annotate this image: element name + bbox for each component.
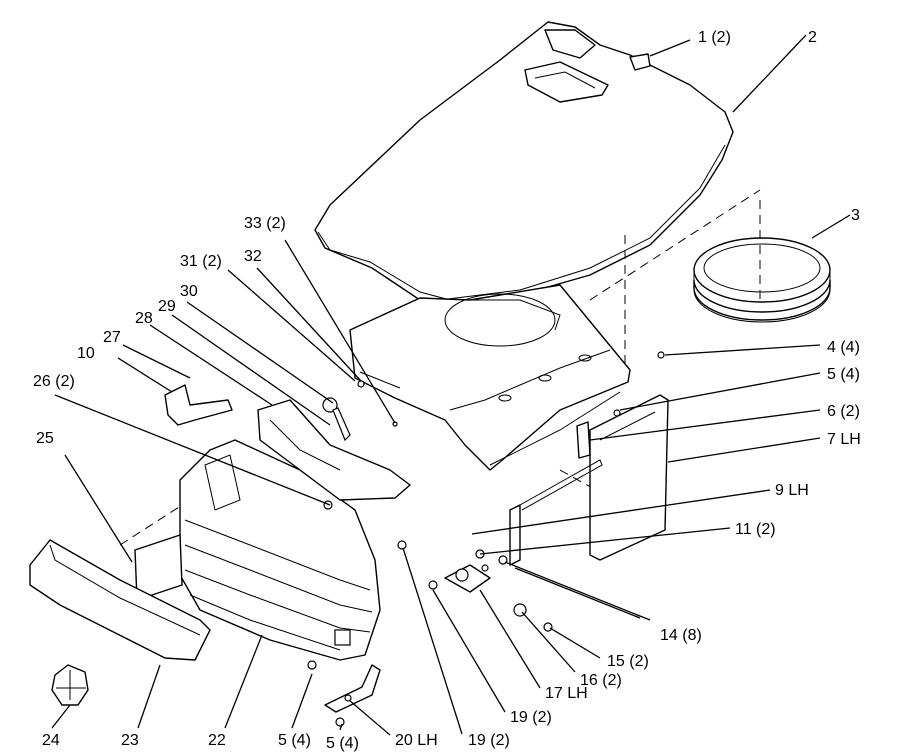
hood-part bbox=[314, 21, 734, 304]
callout-1: 1 (2) bbox=[698, 29, 731, 46]
emblem-part bbox=[51, 664, 89, 706]
callout-27: 27 bbox=[103, 329, 121, 346]
spacer-part bbox=[576, 421, 591, 459]
callout-5: 5 (4) bbox=[827, 366, 860, 383]
callout-11: 11 (2) bbox=[735, 521, 776, 538]
callout-20: 20 LH bbox=[395, 732, 438, 749]
callout-31: 31 (2) bbox=[180, 253, 222, 270]
lower-bracket-part bbox=[324, 664, 381, 713]
mount-plate-part bbox=[164, 384, 233, 426]
callout-2: 2 bbox=[808, 29, 817, 46]
callout-28: 28 bbox=[135, 310, 153, 327]
callout-23: 23 bbox=[121, 732, 139, 749]
mount-bracket-part bbox=[444, 564, 491, 593]
callout-25: 25 bbox=[36, 430, 54, 447]
hardware-fasteners bbox=[307, 351, 665, 727]
duct-part bbox=[257, 399, 411, 501]
callout-17: 17 LH bbox=[545, 685, 588, 702]
callout-19a: 19 (2) bbox=[510, 709, 552, 726]
callout-3: 3 bbox=[851, 207, 860, 224]
callout-30: 30 bbox=[180, 283, 198, 300]
latch-part bbox=[322, 397, 351, 442]
grille-housing-part bbox=[179, 439, 381, 661]
callout-26: 26 (2) bbox=[33, 373, 75, 390]
grille-screen-part bbox=[134, 534, 183, 601]
callout-32: 32 bbox=[244, 248, 262, 265]
callout-29: 29 bbox=[158, 298, 176, 315]
callout-16: 16 (2) bbox=[580, 672, 622, 689]
callout-24: 24 bbox=[42, 732, 60, 749]
callout-22: 22 bbox=[208, 732, 226, 749]
ring-part bbox=[693, 237, 831, 323]
callout-33: 33 (2) bbox=[244, 215, 286, 232]
callout-5c: 5 (4) bbox=[326, 735, 359, 752]
callout-labels: 1 (2) 2 3 4 (4) 5 (4) 6 (2) 7 LH 9 LH 10… bbox=[33, 29, 861, 752]
callout-4: 4 (4) bbox=[827, 339, 860, 356]
callout-5b: 5 (4) bbox=[278, 732, 311, 749]
bumper-part bbox=[29, 539, 211, 661]
side-panel-part bbox=[589, 394, 669, 561]
callout-7: 7 LH bbox=[827, 431, 861, 448]
hood-clip-part bbox=[629, 53, 651, 71]
callout-19b: 19 (2) bbox=[468, 732, 510, 749]
callout-10: 10 bbox=[77, 345, 95, 362]
dash-panel-part bbox=[349, 284, 631, 471]
callout-9: 9 LH bbox=[775, 482, 809, 499]
callout-15: 15 (2) bbox=[607, 653, 649, 670]
callout-14: 14 (8) bbox=[660, 627, 702, 644]
callout-6: 6 (2) bbox=[827, 403, 860, 420]
leader-lines bbox=[51, 34, 851, 736]
